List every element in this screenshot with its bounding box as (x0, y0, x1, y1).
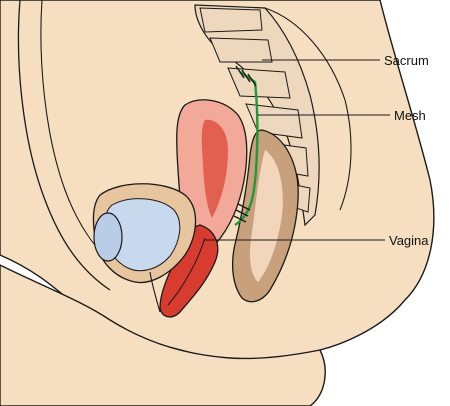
thigh (0, 264, 326, 406)
vaginal-canal (167, 237, 206, 306)
mesh (234, 71, 259, 226)
vagina-label: Vagina (389, 233, 429, 248)
vertebra-2 (209, 37, 273, 63)
urethra (149, 271, 161, 313)
mesh-sutures (233, 65, 257, 223)
suture (247, 73, 257, 87)
suture (241, 69, 251, 83)
vertebra-4 (245, 103, 303, 139)
vertebra-1 (199, 7, 263, 33)
suture (237, 203, 251, 211)
sacrum-back-curve (264, 7, 352, 211)
suture (235, 209, 249, 217)
suture (235, 65, 245, 79)
rectum-inner (250, 150, 283, 282)
uterus-cavity (201, 119, 228, 218)
pubic-bone (93, 212, 123, 262)
suture (233, 215, 247, 223)
abdominal-wall (17, 0, 111, 291)
sacrum-label: Sacrum (384, 53, 429, 68)
mesh-label: Mesh (394, 108, 426, 123)
